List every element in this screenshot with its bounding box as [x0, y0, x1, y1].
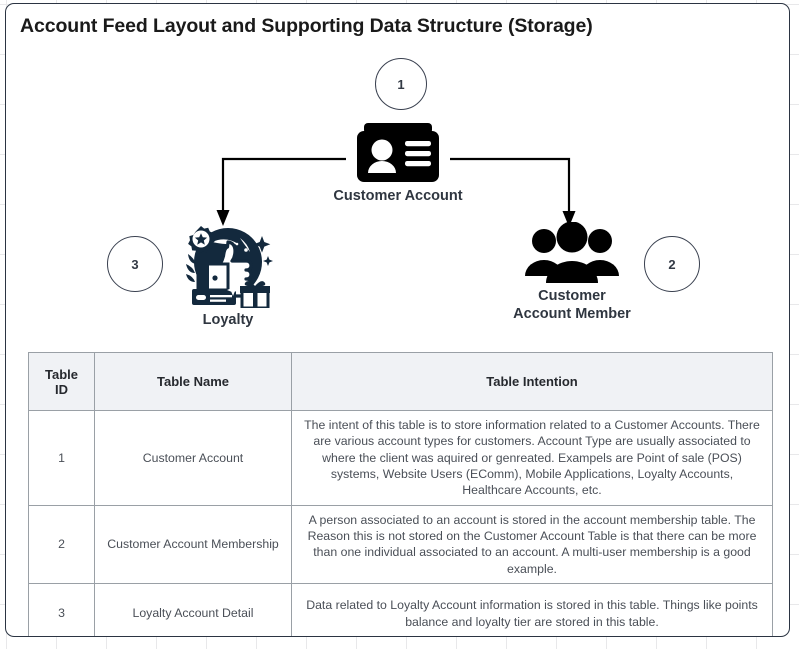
marker-circle-1: 1	[375, 58, 427, 110]
cell-table-intention: The intent of this table is to store inf…	[291, 410, 773, 506]
column-header-table-intention: Table Intention	[291, 352, 773, 411]
node-label-member-line1: Customer	[538, 288, 606, 304]
node-customer-account[interactable]: Customer Account	[298, 122, 498, 206]
cell-table-name: Customer Account Membership	[94, 504, 292, 585]
diagram-page: Account Feed Layout and Supporting Data …	[5, 3, 790, 637]
cell-table-id: 1	[28, 410, 95, 506]
cell-table-id: 3	[28, 583, 95, 636]
table-definitions: Table ID Table Name Table Intention 1 Cu…	[28, 352, 773, 636]
people-group-icon	[525, 222, 619, 283]
loyalty-rewards-icon	[186, 226, 273, 308]
cell-table-intention: Data related to Loyalty Account informat…	[291, 583, 773, 636]
marker-circle-2: 2	[644, 236, 700, 292]
marker-circle-3: 3	[107, 236, 163, 292]
cell-table-name: Loyalty Account Detail	[94, 583, 292, 636]
id-card-icon	[357, 123, 439, 182]
cell-table-intention: A person associated to an account is sto…	[291, 504, 773, 585]
table-row: 2 Customer Account Membership A person a…	[28, 504, 773, 585]
column-header-table-id: Table ID	[28, 352, 95, 411]
table-container: Table ID Table Name Table Intention 1 Cu…	[28, 352, 773, 636]
node-customer-account-member[interactable]: Customer Account Member	[492, 222, 652, 323]
node-label-loyalty: Loyalty	[202, 312, 254, 328]
node-loyalty[interactable]: Loyalty	[158, 220, 298, 330]
node-label-member-line2: Account Member	[513, 305, 631, 322]
cell-table-id: 2	[28, 504, 95, 585]
table-header-row: Table ID Table Name Table Intention	[28, 352, 773, 411]
column-header-table-name: Table Name	[94, 352, 292, 411]
table-row: 3 Loyalty Account Detail Data related to…	[28, 583, 773, 636]
table-row: 1 Customer Account The intent of this ta…	[28, 410, 773, 506]
page-title: Account Feed Layout and Supporting Data …	[20, 15, 593, 37]
cell-table-name: Customer Account	[94, 410, 292, 506]
node-label-customer-account: Customer Account	[333, 188, 463, 204]
